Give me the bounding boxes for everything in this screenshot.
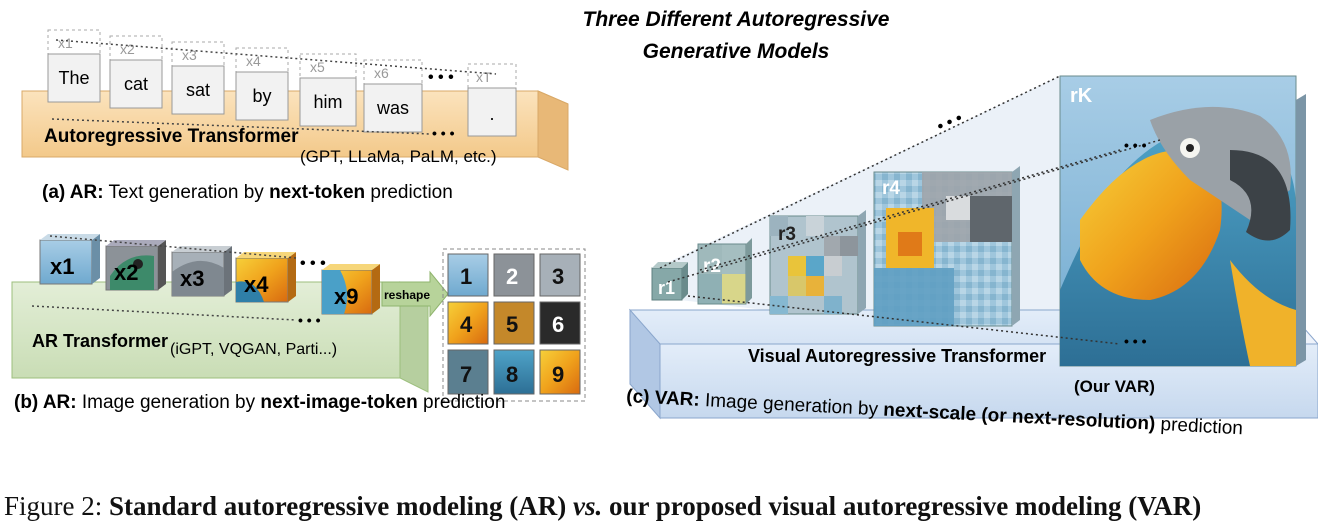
var-transformer-name: Visual Autoregressive Transformer [748, 346, 1046, 366]
caption-pre: Text generation by [104, 182, 269, 203]
scale-r2: r2 [697, 238, 752, 305]
token-index: x6 [374, 65, 389, 81]
caption-bold: next-image-token [260, 392, 417, 413]
figure-title-line2: Generative Models [643, 40, 830, 63]
scale-r1: r1 [651, 262, 688, 301]
grid-number: 5 [506, 312, 518, 337]
image-token-label: x4 [244, 272, 269, 297]
image-token: x3 [171, 246, 232, 297]
scale-label: r2 [703, 256, 721, 277]
scale-label: r1 [658, 278, 675, 298]
image-token: x2 [105, 240, 166, 291]
token-index: x2 [120, 41, 135, 57]
image-token-label: x3 [180, 266, 204, 291]
token-word: was [376, 98, 409, 118]
grid-number: 4 [460, 312, 473, 337]
text-token: x2 cat [109, 35, 163, 109]
var-base-side [629, 308, 661, 420]
figure-caption-bold-2: our proposed visual autoregressive model… [602, 491, 1202, 521]
image-token-label: x9 [334, 284, 358, 309]
image-token: x1 [39, 234, 100, 285]
image-hidden-order-arrow [31, 305, 297, 321]
panel-b-caption: (b) AR: Image generation by next-image-t… [14, 392, 505, 413]
ar-text-transformer-examples: (GPT, LLaMa, PaLM, etc.) [300, 147, 497, 166]
caption-tag: (b) AR: [14, 392, 77, 413]
panel-a-caption: (a) AR: Text generation by next-token pr… [42, 182, 453, 203]
token-index: x3 [182, 47, 197, 63]
text-token: x3 sat [171, 41, 225, 115]
hidden-ellipsis: • • • [432, 125, 455, 141]
text-token-row: x1 The x2 cat x3 sat x4 by [47, 29, 517, 141]
text-token: x1 The [47, 29, 101, 103]
caption-tag: (c) VAR: [626, 386, 701, 411]
image-hidden-ellipsis: • • • [298, 312, 321, 328]
grid-number: 1 [460, 264, 472, 289]
token-index: xT [476, 69, 492, 85]
figure-title-line1: Three Different Autoregressive [583, 8, 890, 31]
scale-middle-arrow [667, 139, 1161, 283]
hidden-order-arrow [51, 118, 431, 135]
ar-image-transformer-examples: (iGPT, VQGAN, Parti...) [170, 341, 337, 358]
figure-caption-italic: vs. [573, 491, 603, 521]
panel-b: AR Transformer (iGPT, VQGAN, Parti...) x… [11, 234, 586, 413]
scale-ellipsis-bottom: • • • [1124, 333, 1147, 349]
image-token-label: x2 [114, 260, 138, 285]
figure-caption-label: Figure 2: [4, 491, 109, 521]
reshape-label: reshape [384, 288, 430, 302]
token-word: The [58, 68, 89, 88]
panel-c: Visual Autoregressive Transformer (Our V… [626, 75, 1318, 440]
image-token-row: x1 x2 x3 x4 [31, 234, 380, 328]
caption-pre: Image generation by [77, 392, 261, 413]
scale-r3: r3 [769, 210, 866, 315]
image-token-ellipsis: • • • [300, 255, 326, 272]
text-token: x5 him [299, 53, 357, 127]
image-token-label: x1 [50, 254, 74, 279]
image-token: x4 [235, 252, 296, 303]
token-index: x5 [310, 59, 325, 75]
caption-tag: (a) AR: [42, 182, 104, 203]
token-word: by [252, 86, 271, 106]
token-word: sat [186, 80, 210, 100]
grid-number: 3 [552, 264, 564, 289]
token-ellipsis: • • • [428, 69, 454, 86]
figure-caption: Figure 2: Standard autoregressive modeli… [0, 486, 1318, 526]
scale-r4: r4 [873, 166, 1020, 327]
ar-image-transformer-name: AR Transformer [32, 331, 168, 351]
token-word: cat [124, 74, 148, 94]
text-token: x6 was [363, 59, 423, 133]
reshape-arrow: reshape [381, 270, 449, 318]
token-word: . [489, 104, 494, 124]
text-token-last: xT . [467, 63, 517, 137]
caption-post: prediction [1155, 414, 1244, 440]
token-index: x1 [58, 35, 73, 51]
panel-a: Autoregressive Transformer (GPT, LLaMa, … [21, 29, 569, 203]
grid-number: 2 [506, 264, 518, 289]
image-token-last: x9 [321, 264, 380, 315]
ar-text-transformer-name: Autoregressive Transformer [44, 126, 299, 147]
var-transformer-examples: (Our VAR) [1074, 377, 1155, 396]
scale-top-arrow [659, 75, 1061, 269]
token-word: him [313, 92, 342, 112]
scale-label: r4 [882, 178, 900, 199]
scale-label: r3 [778, 224, 796, 245]
grid-number: 7 [460, 362, 472, 387]
ar-text-base-side [537, 90, 569, 171]
token-order-arrow [55, 39, 497, 75]
figure-caption-bold-1: Standard autoregressive modeling (AR) [109, 491, 573, 521]
scale-label: rK [1070, 85, 1093, 107]
scale-rK: rK [1059, 75, 1306, 367]
caption-bold: next-token [269, 182, 365, 203]
grid-number: 6 [552, 312, 564, 337]
grid-number: 8 [506, 362, 518, 387]
caption-post: prediction [365, 182, 453, 203]
token-grid: 1 2 3 4 5 6 7 8 9 [442, 248, 586, 402]
scale-ellipsis-mid: • • • [1124, 137, 1147, 153]
token-index: x4 [246, 53, 261, 69]
grid-number: 9 [552, 362, 564, 387]
image-token-order-arrow [49, 235, 297, 259]
text-token: x4 by [235, 47, 289, 121]
caption-post: prediction [418, 392, 506, 413]
